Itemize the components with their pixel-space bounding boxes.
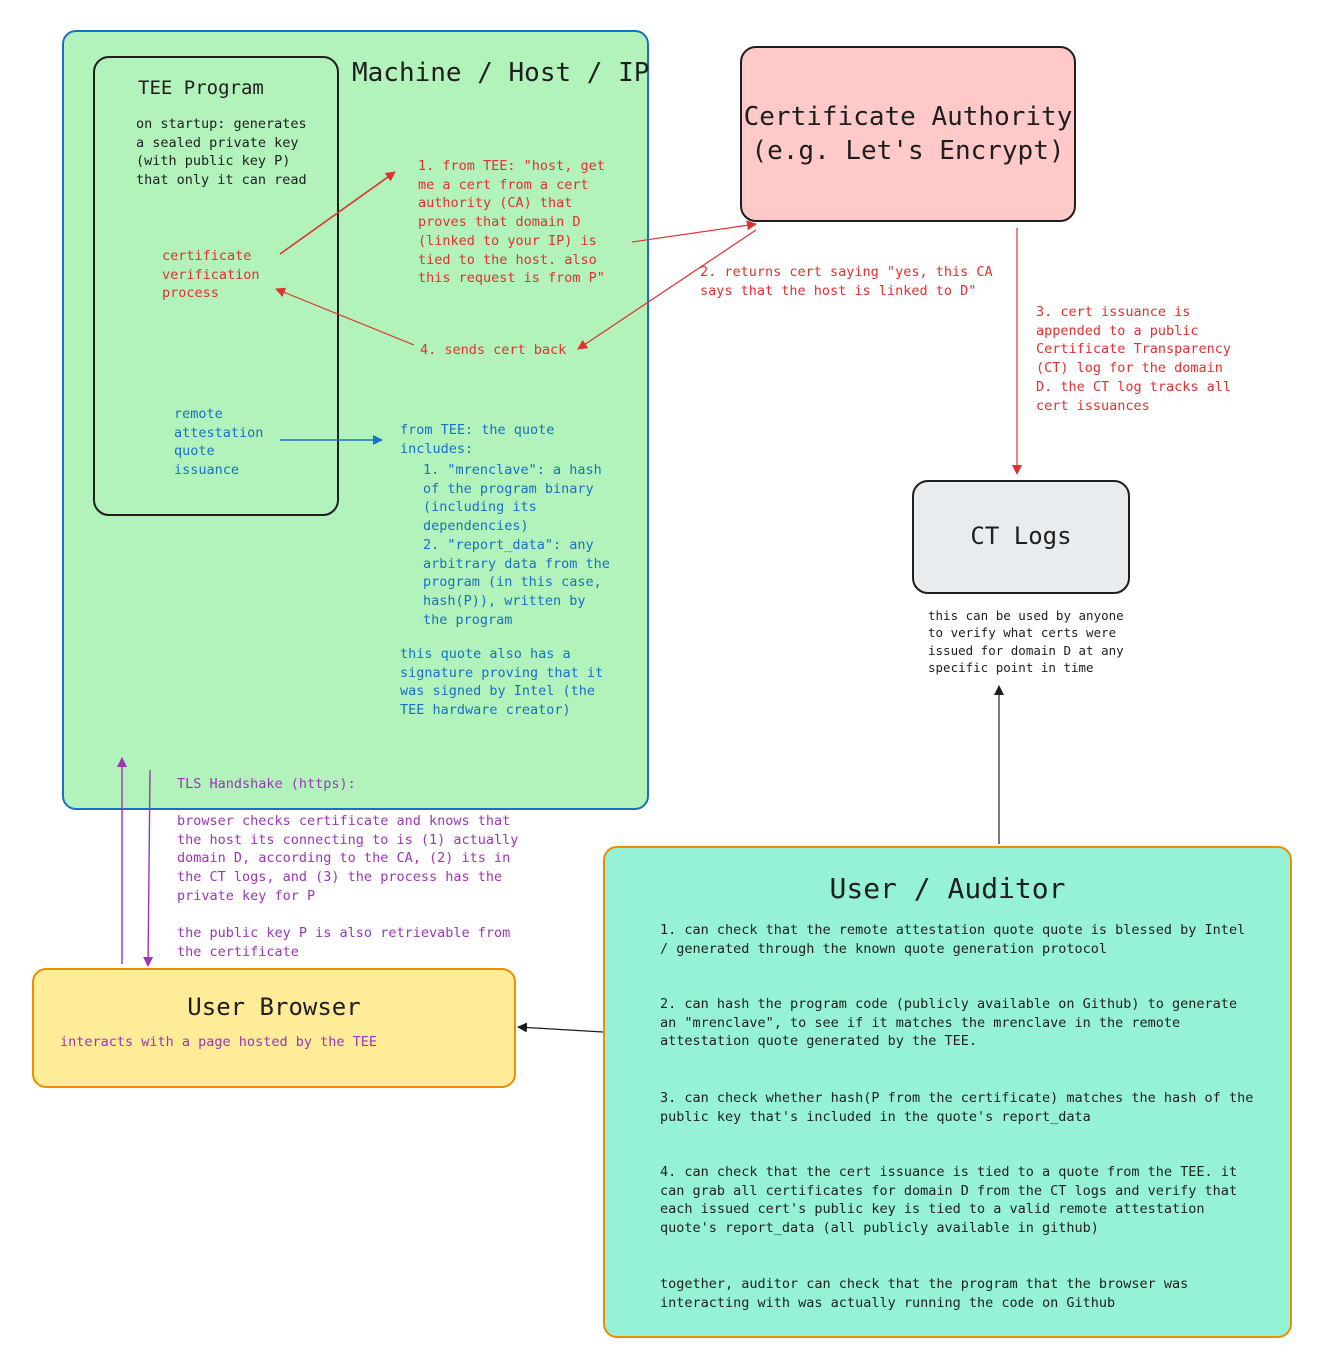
machine-host-container: [62, 30, 649, 810]
ca-title: Certificate Authority (e.g. Let's Encryp…: [743, 102, 1073, 166]
auditor-item-1: 1. can check that the remote attestation…: [660, 922, 1246, 957]
step2-returns-cert-text: 2. returns cert saying "yes, this CA say…: [700, 264, 993, 299]
tls-public-key-text: the public key P is also retrievable fro…: [177, 925, 511, 960]
quote-items-text: 1. "mrenclave": a hash of the program bi…: [423, 462, 610, 628]
machine-title: Machine / Host / IP: [352, 58, 650, 88]
user-auditor-title: User / Auditor: [829, 872, 1066, 905]
ct-logs-box: [912, 480, 1130, 594]
ct-logs-title: CT Logs: [970, 522, 1072, 550]
tee-program-title: TEE Program: [138, 77, 264, 99]
step3-ct-log-text: 3. cert issuance is appended to a public…: [1036, 304, 1232, 414]
user-auditor-box: [603, 846, 1292, 1338]
tls-handshake-title: TLS Handshake (https):: [177, 776, 356, 792]
user-browser-subtitle: interacts with a page hosted by the TEE: [60, 1034, 377, 1050]
quote-intro-text: from TEE: the quote includes:: [400, 422, 555, 457]
step1-request-text: 1. from TEE: "host, get me a cert from a…: [418, 158, 605, 287]
arrow-step1-to-ca: [631, 220, 757, 243]
quote-signature-text: this quote also has a signature proving …: [400, 646, 604, 719]
auditor-item-3: 3. can check whether hash(P from the cer…: [660, 1090, 1254, 1125]
ct-logs-note: this can be used by anyone to verify wha…: [928, 608, 1124, 676]
user-browser-box: [32, 968, 516, 1088]
remote-attestation-label: remote attestation quote issuance: [174, 406, 264, 479]
auditor-item-4: 4. can check that the cert issuance is t…: [660, 1164, 1238, 1237]
user-browser-title: User Browser: [187, 993, 361, 1021]
tee-program-box: [93, 56, 339, 516]
step4-sends-cert-text: 4. sends cert back: [420, 342, 567, 358]
tls-handshake-body: browser checks certificate and knows tha…: [177, 813, 519, 904]
auditor-summary: together, auditor can check that the pro…: [660, 1276, 1189, 1311]
cert-verification-process-label: certificate verification process: [162, 248, 260, 302]
tee-startup-text: on startup: generates a sealed private k…: [136, 116, 307, 189]
arrow-auditor-to-browser: [517, 1022, 604, 1033]
certificate-authority-box: [740, 46, 1076, 222]
auditor-item-2: 2. can hash the program code (publicly a…: [660, 996, 1238, 1050]
